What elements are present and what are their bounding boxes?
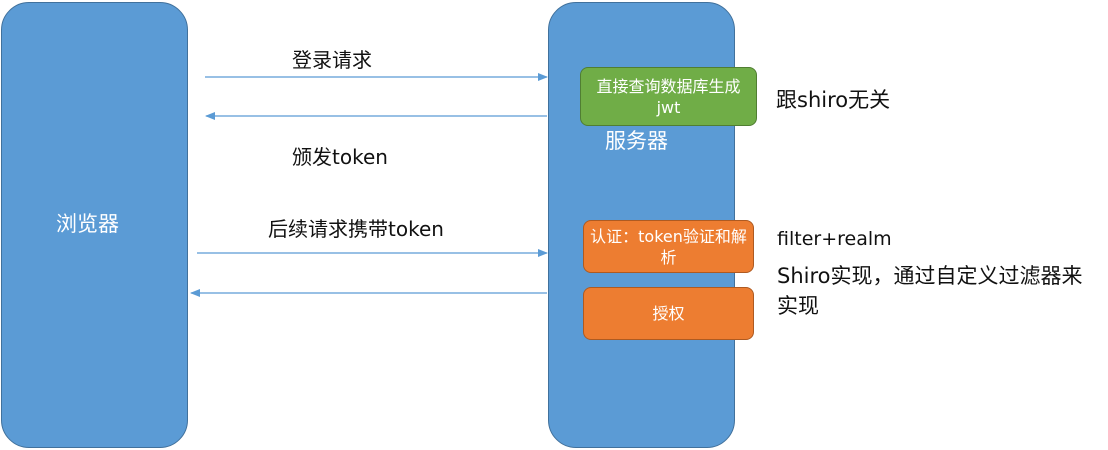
authorization-box: 授权	[583, 287, 754, 340]
authentication-box: 认证：token验证和解析	[583, 220, 754, 273]
issue-token-label: 颁发token	[292, 145, 388, 169]
browser-lifeline	[1, 2, 188, 448]
server-label: 服务器	[605, 129, 668, 153]
unrelated-to-shiro-note: 跟shiro无关	[776, 88, 891, 112]
db-query-jwt-text: 直接查询数据库生成jwt	[596, 76, 741, 117]
filter-realm-note: filter+realm	[777, 228, 892, 250]
login-request-label: 登录请求	[292, 48, 372, 72]
follow-up-request-label: 后续请求携带token	[268, 217, 444, 241]
authorization-text: 授权	[652, 304, 685, 323]
shiro-implementation-note: Shiro实现，通过自定义过滤器来实现	[777, 264, 1083, 318]
browser-label: 浏览器	[56, 212, 119, 236]
authentication-text: 认证：token验证和解析	[590, 226, 747, 267]
db-query-jwt-box: 直接查询数据库生成jwt	[580, 67, 757, 126]
